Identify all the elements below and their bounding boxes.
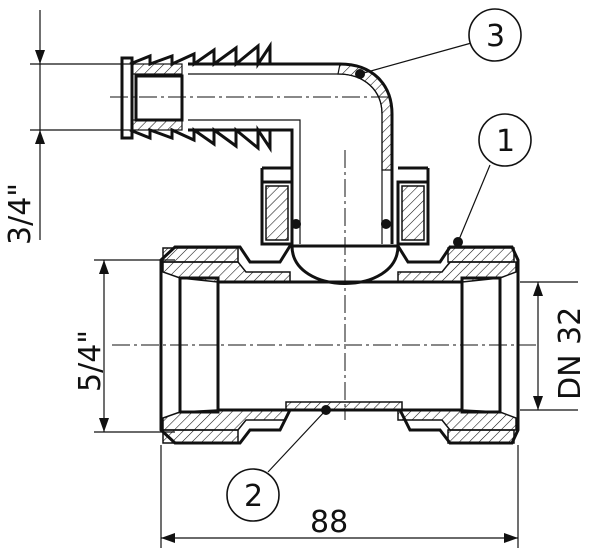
callout-1-label: 1 — [496, 124, 515, 159]
callout-2: 2 — [226, 405, 331, 522]
dim-nominal-diameter: DN 32 — [553, 307, 588, 400]
dim-top-connection: 3/4" — [3, 183, 38, 245]
center-lines — [110, 96, 540, 420]
dim-overall-length: 88 — [310, 505, 348, 540]
dimension-lines — [30, 10, 578, 548]
callout-1: 1 — [453, 113, 532, 247]
callout-3: 3 — [355, 8, 522, 79]
tee-body — [159, 244, 520, 445]
hose-elbow — [120, 41, 394, 244]
dim-pipe-connection: 5/4" — [73, 330, 108, 392]
callout-3-label: 3 — [486, 19, 505, 54]
callout-2-label: 2 — [244, 479, 263, 514]
